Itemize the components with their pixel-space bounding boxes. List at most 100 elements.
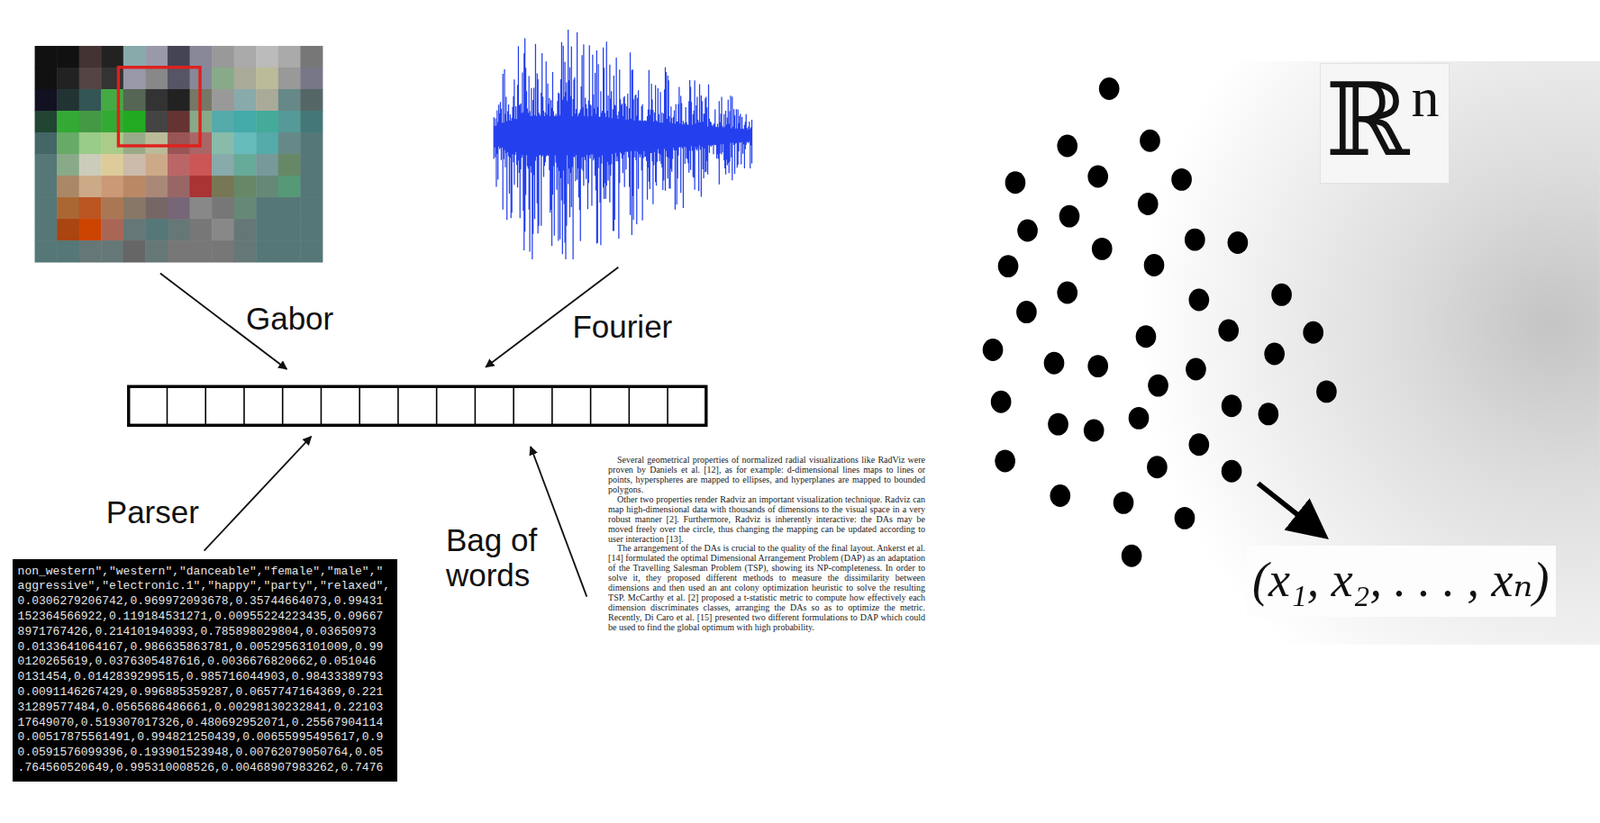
pixel — [300, 89, 323, 111]
pixel — [167, 132, 191, 155]
csv-line: 0.0091146267429,0.996885359287,0.0657747… — [18, 685, 391, 701]
csv-line: 0.0306279206742,0.969972093678,0.3574466… — [18, 594, 391, 610]
data-point — [1121, 545, 1143, 568]
pixel — [190, 154, 213, 176]
csv-line: 152364566922,0.119184531271,0.0095522422… — [18, 609, 391, 626]
pixel — [100, 197, 124, 219]
pixel — [100, 240, 124, 263]
pixel — [100, 175, 124, 198]
data-point — [1263, 343, 1285, 366]
vector-cell-divider — [474, 386, 477, 426]
data-point — [1258, 402, 1280, 426]
csv-line: 0.00517875561491,0.994821250439,0.006559… — [18, 730, 391, 746]
pixel — [79, 240, 102, 263]
csv-line: 0.0133641064167,0.986635863781,0.0052956… — [18, 640, 391, 656]
pixel — [123, 240, 146, 263]
pixel — [167, 110, 191, 133]
data-point — [1137, 192, 1159, 216]
data-point — [1185, 358, 1207, 382]
vector-cell-divider — [281, 386, 284, 426]
paper-paragraph: Other two properties render Radviz an im… — [608, 495, 926, 546]
pixel — [167, 218, 191, 241]
data-point — [1271, 283, 1292, 307]
data-point — [1083, 418, 1105, 442]
pixel — [145, 218, 168, 241]
pixel — [190, 175, 213, 198]
vector-cell-divider — [590, 386, 592, 426]
data-point — [1174, 507, 1196, 530]
pixel — [234, 89, 257, 111]
pixel — [167, 175, 191, 198]
pixel — [35, 154, 58, 176]
vector-cell-divider — [204, 386, 207, 426]
audio-waveform — [493, 29, 752, 260]
pixel — [211, 67, 235, 90]
data-point — [1087, 164, 1109, 188]
pixel — [56, 240, 80, 263]
vector-cell-divider — [358, 386, 361, 426]
paper-paragraph: Several geometrical properties of normal… — [608, 455, 926, 496]
pixel — [145, 197, 168, 219]
pixel — [123, 45, 146, 68]
pixel — [79, 218, 102, 241]
space-background — [982, 61, 1600, 646]
pixel-image — [35, 45, 324, 264]
pixel — [100, 110, 124, 133]
pixel — [100, 67, 124, 90]
pixel — [56, 110, 80, 133]
vector-cell-divider — [320, 386, 323, 426]
pixel — [278, 89, 301, 111]
pixel — [79, 175, 102, 198]
method-label: Fourier — [572, 309, 673, 346]
data-point — [1139, 129, 1161, 153]
pixel — [234, 45, 257, 68]
pixel — [79, 110, 102, 133]
pixel — [56, 89, 80, 111]
dimension-exponent: n — [1411, 69, 1440, 126]
method-label: Bag of words — [445, 523, 562, 593]
pixel — [100, 89, 124, 111]
data-point — [1221, 460, 1243, 483]
pixel — [35, 45, 58, 68]
data-point — [1091, 237, 1113, 261]
pixel — [300, 240, 323, 263]
vector-cell-divider — [436, 386, 438, 426]
pixel — [211, 197, 235, 219]
data-point — [1087, 354, 1109, 378]
data-point — [982, 338, 1004, 362]
data-point — [1316, 380, 1337, 403]
vector-cell-divider — [166, 386, 169, 426]
pixel — [234, 197, 257, 219]
pixel — [278, 218, 301, 241]
pixel — [100, 132, 124, 155]
data-point — [1302, 321, 1324, 345]
csv-line: aggressive","electronic.1","happy","part… — [18, 579, 391, 595]
csv-line: 0131454,0.0142839299515,0.985716044903,0… — [18, 670, 391, 686]
pixel — [278, 67, 301, 90]
pixel — [79, 45, 102, 68]
pixel — [35, 197, 58, 219]
pixel — [190, 240, 213, 263]
paper-excerpt: Several geometrical properties of normal… — [608, 455, 926, 633]
data-point — [1136, 325, 1157, 348]
pixel — [255, 110, 279, 133]
pixel — [167, 67, 191, 90]
csv-line: 0.0591576099396,0.193901523948,0.0076207… — [18, 745, 391, 762]
pixel — [300, 154, 323, 176]
pixel — [211, 110, 235, 133]
data-point — [1099, 77, 1120, 100]
pixel — [278, 45, 301, 68]
space-symbol-box: ℝn — [1319, 63, 1450, 184]
pixel — [255, 175, 279, 198]
data-points — [982, 77, 1337, 568]
csv-line: 8971767426,0.214101940393,0.785898029804… — [18, 625, 391, 641]
csv-line: .764560520649,0.995310008526,0.004689079… — [18, 761, 391, 777]
vector-cell-divider — [666, 386, 669, 426]
csv-line: 31289577484,0.0565686486661,0.0029813023… — [18, 700, 391, 717]
pixel — [255, 89, 279, 111]
pixel — [190, 218, 213, 241]
pixel — [123, 132, 146, 155]
data-point — [1056, 135, 1078, 158]
data-point — [998, 254, 1019, 278]
pixel — [56, 175, 80, 198]
